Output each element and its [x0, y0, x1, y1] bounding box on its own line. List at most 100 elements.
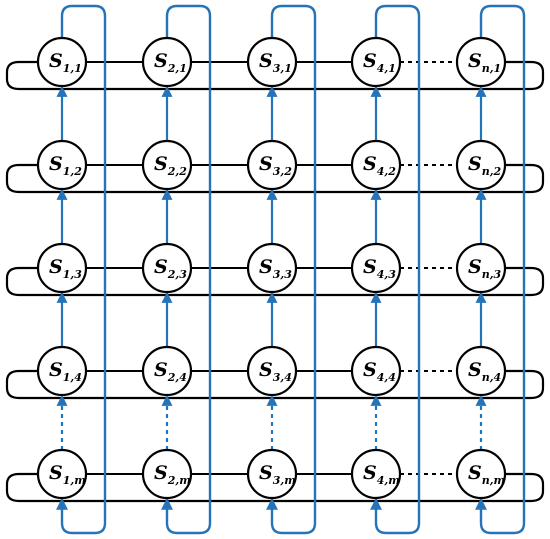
grid-node: Sn,3 [455, 242, 507, 294]
node-subscript: n,4 [482, 371, 501, 384]
node-circle [455, 36, 507, 88]
column-wraparound-link [475, 4, 526, 535]
node-circle [350, 242, 402, 294]
node-subscript: 4,2 [377, 165, 396, 178]
node-circle [455, 139, 507, 191]
node-label: S1,4 [49, 359, 82, 384]
node-label: S4,2 [363, 153, 396, 178]
node-subscript: 1,3 [63, 268, 82, 281]
node-symbol: S [363, 256, 377, 278]
node-label: Sn,4 [468, 359, 501, 384]
node-subscript: n,1 [482, 62, 501, 75]
node-circle [455, 345, 507, 397]
grid-node: S2,m [141, 448, 193, 500]
node-label: S3,m [259, 462, 296, 487]
node-symbol: S [363, 50, 377, 72]
node-label: S3,4 [259, 359, 292, 384]
grid-node: Sn,m [455, 448, 507, 500]
node-symbol: S [154, 359, 168, 381]
node-symbol: S [49, 50, 63, 72]
node-symbol: S [468, 462, 482, 484]
node-circle [36, 36, 88, 88]
node-symbol: S [468, 50, 482, 72]
node-label: S1,1 [49, 50, 82, 75]
node-subscript: 4,4 [377, 371, 396, 384]
node-subscript: 2,3 [167, 268, 187, 281]
node-subscript: 2,1 [167, 62, 187, 75]
node-circle [246, 36, 298, 88]
grid-node: S4,4 [350, 345, 402, 397]
node-subscript: 2,4 [167, 371, 187, 384]
grid-node: Sn,2 [455, 139, 507, 191]
column-wraparound-link [266, 4, 317, 535]
node-subscript: 3,3 [273, 268, 292, 281]
grid-node: S2,1 [141, 36, 193, 88]
node-symbol: S [49, 153, 63, 175]
node-label: S2,4 [154, 359, 187, 384]
column-wraparound-link [161, 4, 212, 535]
grid-node: S4,2 [350, 139, 402, 191]
node-symbol: S [259, 462, 273, 484]
grid-node: S3,4 [246, 345, 298, 397]
node-symbol: S [154, 153, 168, 175]
node-subscript: 1,m [63, 474, 86, 487]
node-circle [141, 448, 193, 500]
grid-node: S1,4 [36, 345, 88, 397]
node-label: S2,m [154, 462, 191, 487]
node-symbol: S [468, 153, 482, 175]
node-label: Sn,3 [468, 256, 502, 281]
node-circle [246, 242, 298, 294]
node-label: S4,1 [363, 50, 396, 75]
grid-node: Sn,1 [455, 36, 507, 88]
grid-node: S1,2 [36, 139, 88, 191]
node-circle [455, 242, 507, 294]
grid-node: S1,1 [36, 36, 88, 88]
grid-node: S3,m [246, 448, 298, 500]
node-symbol: S [154, 256, 168, 278]
node-symbol: S [259, 50, 273, 72]
node-label: S2,2 [154, 153, 187, 178]
node-label: S4,m [363, 462, 400, 487]
node-symbol: S [49, 462, 63, 484]
grid-node: S2,4 [141, 345, 193, 397]
grid-node: S3,1 [246, 36, 298, 88]
node-subscript: 1,1 [63, 62, 82, 75]
node-subscript: 4,1 [377, 62, 396, 75]
column-links-layer [56, 4, 526, 535]
node-label: S3,2 [259, 153, 292, 178]
node-subscript: 1,4 [63, 371, 82, 384]
grid-node: S2,3 [141, 242, 193, 294]
node-subscript: 3,4 [273, 371, 292, 384]
grid-node: S1,3 [36, 242, 88, 294]
node-symbol: S [363, 359, 377, 381]
node-symbol: S [154, 462, 168, 484]
node-circle [36, 139, 88, 191]
node-label: S1,2 [49, 153, 82, 178]
node-circle [350, 36, 402, 88]
column-wraparound-link [56, 4, 107, 535]
node-circle [36, 448, 88, 500]
node-subscript: n,2 [482, 165, 502, 178]
node-circle [36, 242, 88, 294]
node-label: S2,1 [154, 50, 187, 75]
node-label: Sn,m [468, 462, 505, 487]
grid-node: S2,2 [141, 139, 193, 191]
grid-node: Sn,4 [455, 345, 507, 397]
node-symbol: S [259, 256, 273, 278]
node-subscript: n,m [482, 474, 505, 487]
node-circle [246, 345, 298, 397]
grid-node: S4,1 [350, 36, 402, 88]
node-symbol: S [468, 359, 482, 381]
grid-node: S4,3 [350, 242, 402, 294]
node-circle [141, 139, 193, 191]
node-symbol: S [259, 359, 273, 381]
grid-node: S1,m [36, 448, 88, 500]
node-subscript: 2,m [167, 474, 191, 487]
grid-node: S3,2 [246, 139, 298, 191]
grid-node: S4,m [350, 448, 402, 500]
node-circle [350, 139, 402, 191]
node-symbol: S [49, 359, 63, 381]
grid-node: S3,3 [246, 242, 298, 294]
